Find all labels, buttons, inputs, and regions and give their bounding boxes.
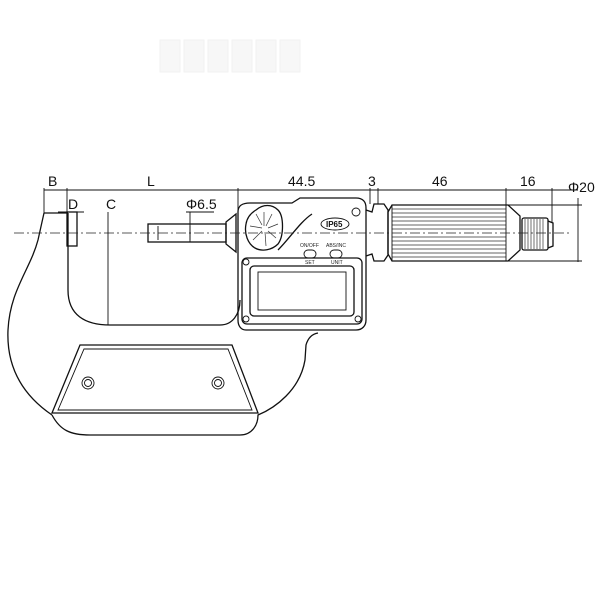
sleeve-collar bbox=[365, 203, 389, 262]
svg-text:SET: SET bbox=[305, 260, 315, 266]
dim-b: B bbox=[48, 173, 57, 189]
digital-body: IP65 ON/OFF SET ABS/INC UNIT bbox=[237, 197, 367, 331]
thimble-knurl bbox=[392, 208, 506, 258]
dim-c: C bbox=[106, 196, 116, 212]
dim-gap: 3 bbox=[368, 173, 376, 189]
svg-text:IP65: IP65 bbox=[326, 220, 343, 229]
ratchet-stop[interactable] bbox=[521, 217, 554, 251]
thimble bbox=[387, 204, 521, 262]
watermark bbox=[159, 39, 301, 73]
ip65-badge: IP65 bbox=[320, 217, 350, 231]
frame bbox=[7, 212, 319, 436]
lcd-display bbox=[241, 257, 363, 325]
dim-ratchet-len: 16 bbox=[520, 173, 536, 189]
abs-inc-unit-button[interactable]: ABS/INC UNIT bbox=[326, 243, 346, 266]
dim-thimble-dia: Φ20 bbox=[568, 179, 595, 195]
svg-text:UNIT: UNIT bbox=[331, 260, 343, 266]
on-off-set-button[interactable]: ON/OFF SET bbox=[300, 243, 319, 266]
svg-text:ON/OFF: ON/OFF bbox=[300, 243, 319, 249]
dim-spindle-dia: Φ6.5 bbox=[186, 196, 217, 212]
dim-d: D bbox=[68, 196, 78, 212]
dimension-labels: B L D C Φ6.5 44.5 3 46 16 Φ20 bbox=[48, 173, 595, 212]
dim-body-len: 44.5 bbox=[288, 173, 315, 189]
dim-l: L bbox=[147, 173, 155, 189]
dial-knurl bbox=[249, 212, 279, 247]
svg-text:ABS/INC: ABS/INC bbox=[326, 243, 346, 249]
dimension-lines bbox=[43, 188, 582, 325]
dim-thimble-len: 46 bbox=[432, 173, 448, 189]
